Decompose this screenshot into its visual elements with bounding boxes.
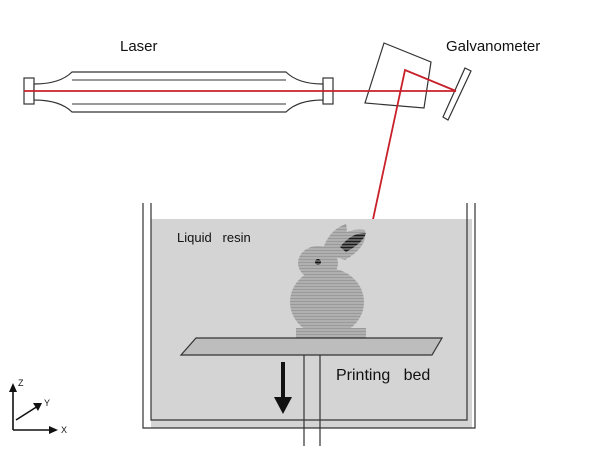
laser-tube <box>23 71 334 113</box>
printing-bed-label: Printing bed <box>336 367 431 384</box>
printing-bed <box>179 337 444 446</box>
liquid-resin-label: Liquid resin <box>177 230 251 245</box>
axis-z-label: Z <box>18 378 24 388</box>
laser-beam <box>24 68 457 225</box>
down-arrow-icon <box>274 362 292 414</box>
axes-indicator <box>9 383 58 434</box>
printed-rabbit <box>285 224 370 338</box>
galvanometer-label: Galvanometer <box>446 38 541 55</box>
axis-y-label: Y <box>44 398 51 408</box>
axis-x-label: X <box>61 425 68 435</box>
laser-label: Laser <box>120 38 158 55</box>
